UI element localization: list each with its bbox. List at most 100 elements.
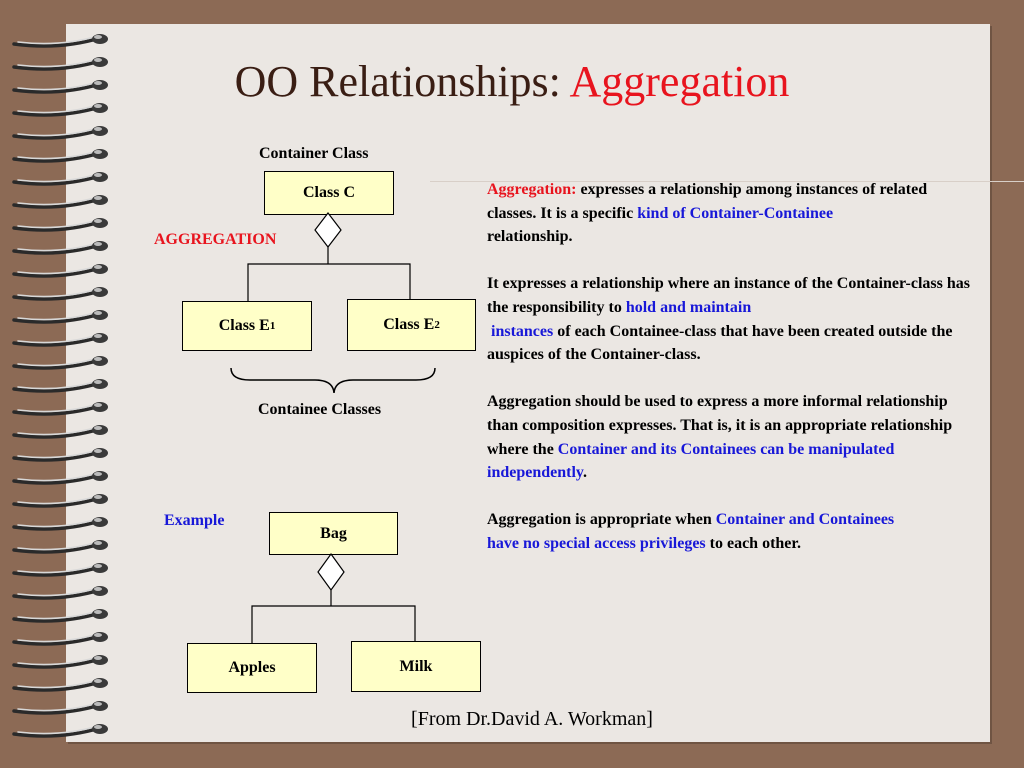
desc-text: of each Containee-class that have been c…	[487, 322, 953, 364]
desc-highlight: kind of Container-Containee	[637, 204, 834, 222]
spiral-hole-shine	[94, 564, 102, 568]
spiral-coil-highlight	[17, 219, 99, 229]
title-main: OO Relationships:	[234, 57, 561, 106]
description-text: Aggregation: expresses a relationship am…	[487, 178, 979, 579]
apples-text: Apples	[228, 659, 276, 676]
bag-text: Bag	[320, 524, 347, 542]
spiral-coil-highlight	[17, 725, 99, 735]
spiral-hole-shine	[94, 495, 102, 499]
spiral-coil	[12, 128, 102, 140]
spiral-hole-shine	[94, 196, 102, 200]
class-e1-text: Class E	[218, 317, 270, 334]
title-accent: Aggregation	[569, 57, 790, 106]
spiral-coil-highlight	[17, 587, 99, 597]
spiral-hole-shine	[94, 472, 102, 476]
spiral-coil	[12, 197, 102, 209]
desc-text: Aggregation should be used to express a …	[487, 393, 953, 458]
spiral-coil	[12, 588, 102, 600]
spiral-coil	[12, 36, 102, 48]
spiral-coil-highlight	[17, 656, 99, 666]
desc-highlight: hold and maintain	[625, 298, 752, 316]
spiral-hole-shine	[94, 35, 102, 39]
spiral-coil-highlight	[17, 426, 99, 436]
spiral-coil	[12, 312, 102, 324]
spiral-coil	[12, 289, 102, 301]
desc-text: .	[583, 464, 588, 482]
source-credit: [From Dr.David A. Workman]	[411, 708, 653, 730]
slide-title: OO Relationships: Aggregation	[0, 56, 1024, 107]
spiral-coil	[12, 726, 102, 738]
spiral-coil-highlight	[17, 288, 99, 298]
desc-text: expresses a relationship among instances…	[487, 181, 928, 222]
spiral-coil	[12, 335, 102, 347]
spiral-coil	[12, 657, 102, 669]
spiral-coil-highlight	[17, 564, 99, 574]
class-c-box: Class C	[264, 171, 394, 215]
spiral-coil	[12, 105, 102, 117]
spiral-coil-highlight	[17, 35, 99, 45]
spiral-coil	[12, 519, 102, 531]
description-paragraph-4: Aggregation is appropriate when Containe…	[487, 508, 979, 555]
example-label: Example	[164, 512, 225, 529]
spiral-hole-shine	[94, 265, 102, 269]
description-paragraph-1: Aggregation: expresses a relationship am…	[487, 178, 979, 249]
spiral-coil	[12, 358, 102, 370]
spiral-coil-highlight	[17, 518, 99, 528]
spiral-coil-highlight	[17, 633, 99, 643]
spiral-coil	[12, 542, 102, 554]
spiral-hole-shine	[94, 58, 102, 62]
spiral-coil-highlight	[17, 242, 99, 252]
class-e1-subscript: 1	[269, 320, 276, 332]
spiral-coil	[12, 680, 102, 692]
spiral-hole-shine	[94, 219, 102, 223]
spiral-coil	[12, 220, 102, 232]
spiral-hole-shine	[94, 127, 102, 131]
spiral-coil-highlight	[17, 196, 99, 206]
class-e2-subscript: 2	[434, 319, 440, 331]
spiral-hole-shine	[94, 242, 102, 246]
spiral-coil-highlight	[17, 81, 99, 91]
spiral-hole-shine	[94, 403, 102, 407]
spiral-coil	[12, 82, 102, 94]
container-class-label: Container Class	[259, 145, 369, 162]
spiral-coil-highlight	[17, 541, 99, 551]
spiral-hole-shine	[94, 288, 102, 292]
spiral-hole-shine	[94, 679, 102, 683]
spiral-coil-highlight	[17, 610, 99, 620]
class-e2-text: Class E	[383, 316, 435, 333]
spiral-coil-highlight	[17, 58, 99, 68]
spiral-hole-shine	[94, 449, 102, 453]
spiral-hole-shine	[94, 426, 102, 430]
spiral-coil-highlight	[17, 357, 99, 367]
spiral-coil-highlight	[17, 150, 99, 160]
spiral-hole-shine	[94, 633, 102, 637]
spiral-coil	[12, 611, 102, 623]
spiral-coil	[12, 59, 102, 71]
spiral-coil	[12, 427, 102, 439]
spiral-hole-shine	[94, 610, 102, 614]
spiral-coil-highlight	[17, 702, 99, 712]
spiral-hole-shine	[94, 104, 102, 108]
spiral-coil-highlight	[17, 495, 99, 505]
term-aggregation: Aggregation:	[487, 181, 577, 198]
apples-box: Apples	[187, 643, 317, 693]
spiral-coil	[12, 703, 102, 715]
spiral-hole-shine	[94, 334, 102, 338]
spiral-coil-highlight	[17, 679, 99, 689]
spiral-coil	[12, 496, 102, 508]
containee-classes-label: Containee Classes	[258, 401, 382, 418]
spiral-coil-highlight	[17, 265, 99, 275]
desc-highlight: Container and its Containees can be mani…	[487, 440, 895, 482]
spiral-coil	[12, 381, 102, 393]
spiral-coil	[12, 243, 102, 255]
bag-box: Bag	[269, 512, 398, 555]
description-paragraph-2: It expresses a relationship where an ins…	[487, 272, 979, 366]
description-paragraph-3: Aggregation should be used to express a …	[487, 390, 979, 484]
spiral-coil	[12, 151, 102, 163]
spiral-coil-highlight	[17, 380, 99, 390]
spiral-binding-icon	[12, 34, 108, 738]
spiral-hole-shine	[94, 81, 102, 85]
spiral-hole-shine	[94, 587, 102, 591]
